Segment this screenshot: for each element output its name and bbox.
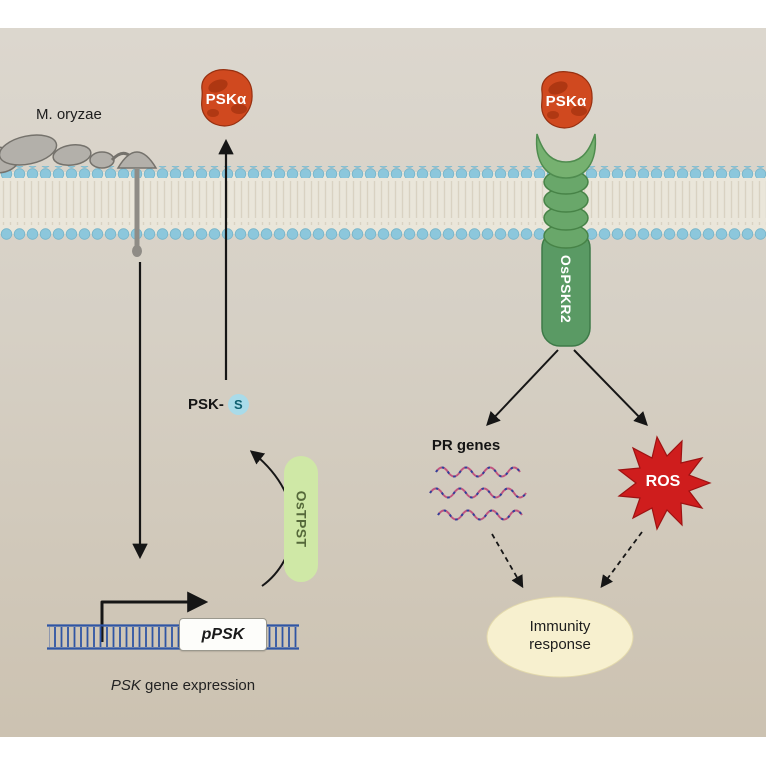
receptor-label-wrap: OsPSKR2 [546,234,586,344]
figure-background [0,28,766,737]
ros-to-immunity-dashed-arrow [600,531,643,589]
gene-expression-text: gene expression [140,677,256,694]
receptor-to-prgenes-arrow [486,349,559,427]
enzyme-label: OsTPST [293,490,310,548]
ligand-pska-left [201,69,253,127]
ligand-pska-right [541,71,593,129]
pr-genes-label: PR genes [431,437,501,454]
receptor-to-ros-arrow [573,349,648,427]
pathogen-label: M. oryzae [36,106,102,123]
letterbox-bottom [0,737,766,765]
immunity-label: Immunity response [529,618,591,653]
appressorium [116,151,158,169]
mrna-squiggles [429,466,527,521]
plasma-membrane [0,166,766,240]
letterbox-top [0,0,766,28]
gene-expression-caption: PSK gene expression [58,677,308,695]
ligand-binding-cup [535,133,597,179]
prgenes-to-immunity-dashed-arrow [491,533,524,589]
psk-precursor-text: PSK- [188,395,224,413]
promoter-label: pPSK [201,625,245,643]
receptor-label: OsPSKR2 [558,254,575,324]
gene-name-italic: PSK [110,677,141,694]
promoter-box: pPSK [179,618,267,651]
fungus-moryzae [0,134,158,257]
ligand-label-left: PSKα [205,91,247,108]
ligand-label-right: PSKα [545,93,587,110]
receptor-ospskr2 [535,133,597,347]
sulfo-group-badge: S [227,394,249,415]
psk-sulfated-label: PSK- S [188,394,249,415]
penetration-peg [132,245,142,257]
enzyme-ostpst-pill: OsTPST [284,456,318,582]
ros-label: ROS [645,473,681,490]
immunity-ellipse [486,596,634,678]
ros-starburst [617,435,712,531]
